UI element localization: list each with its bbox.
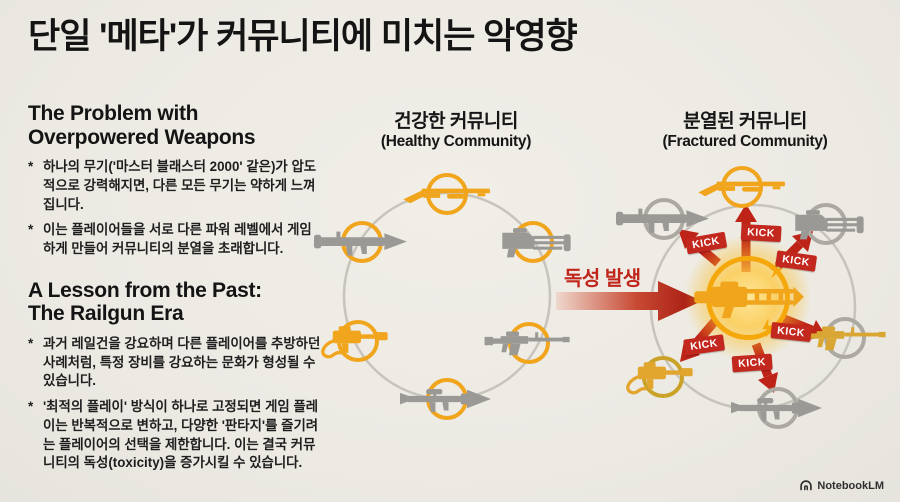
assault-rifle-icon xyxy=(799,323,891,354)
shotgun-icon xyxy=(696,174,788,200)
toxicity-label: 독성 발생 xyxy=(564,268,641,290)
shotgun-icon xyxy=(401,181,493,207)
bullet-marker: * xyxy=(28,159,34,175)
rpg-icon xyxy=(400,383,494,415)
bullet-item: * 하나의 무기('마스터 블래스터 2000' 같은)가 압도적으로 강력해지… xyxy=(28,158,324,214)
heading-line: Overpowered Weapons xyxy=(28,125,256,149)
section-railgun-era: A Lesson from the Past:The Railgun Era *… xyxy=(28,279,324,473)
railgun-icon xyxy=(692,276,804,319)
bullet-item: * 과거 레일건을 강요하며 다른 플레이어를 추방하던 사례처럼, 특정 장비… xyxy=(28,335,324,391)
healthy-title-ko: 건강한 커뮤니티 xyxy=(394,111,518,132)
bullet-marker: * xyxy=(28,399,34,415)
bullet-marker: * xyxy=(28,222,34,238)
heading-line: A Lesson from the Past: xyxy=(28,278,262,302)
heading-line: The Problem with xyxy=(28,102,199,125)
section-heading: A Lesson from the Past:The Railgun Era xyxy=(28,279,324,326)
flamethrower-icon xyxy=(318,323,398,359)
bullet-text: 이는 플레이어들을 서로 다른 파워 레벨에서 게임하게 만들어 커뮤니티의 분… xyxy=(43,222,312,257)
bullet-text: 하나의 무기('마스터 블래스터 2000' 같은)가 압도적으로 강력해지면,… xyxy=(43,159,317,212)
kick-badge: KICK xyxy=(740,223,782,243)
minigun-icon xyxy=(783,208,869,240)
flamethrower-icon xyxy=(623,359,703,395)
notebooklm-watermark: NotebookLM xyxy=(799,479,884,493)
page-title: 단일 '메타'가 커뮤니티에 미치는 악영향 xyxy=(28,17,578,56)
rocket-launcher-icon xyxy=(314,226,410,258)
bullet-item: * '최적의 플레이' 방식이 하나로 고정되면 게임 플레이는 반복적으로 변… xyxy=(28,398,324,473)
healthy-title-en: (Healthy Community) xyxy=(380,133,532,150)
heading-line: The Railgun Era xyxy=(28,302,184,326)
rpg-icon xyxy=(731,392,825,424)
bullet-text: 과거 레일건을 강요하며 다른 플레이어를 추방하던 사례처럼, 특정 장비를 … xyxy=(43,335,321,389)
bullet-text: '최적의 플레이' 방식이 하나로 고정되면 게임 플레이는 반복적으로 변하고… xyxy=(43,399,319,471)
healthy-circle xyxy=(342,191,552,401)
minigun-icon xyxy=(490,226,576,258)
bullet-item: * 이는 플레이어들을 서로 다른 파워 레벨에서 게임하게 만들어 커뮤니티의… xyxy=(28,221,324,259)
kick-badge: KICK xyxy=(731,353,773,373)
assault-rifle-icon xyxy=(483,328,575,359)
rocket-launcher-icon xyxy=(616,203,712,235)
fractured-title-ko: 분열된 커뮤니티 xyxy=(683,111,807,132)
healthy-community-header: 건강한 커뮤니티 (Healthy Community) xyxy=(336,106,576,151)
notebooklm-logo-icon xyxy=(800,480,813,491)
fractured-title-en: (Fractured Community) xyxy=(662,133,828,150)
fractured-community-header: 분열된 커뮤니티 (Fractured Community) xyxy=(625,106,865,151)
brand-name: NotebookLM xyxy=(817,480,884,492)
bullet-marker: * xyxy=(28,335,34,351)
